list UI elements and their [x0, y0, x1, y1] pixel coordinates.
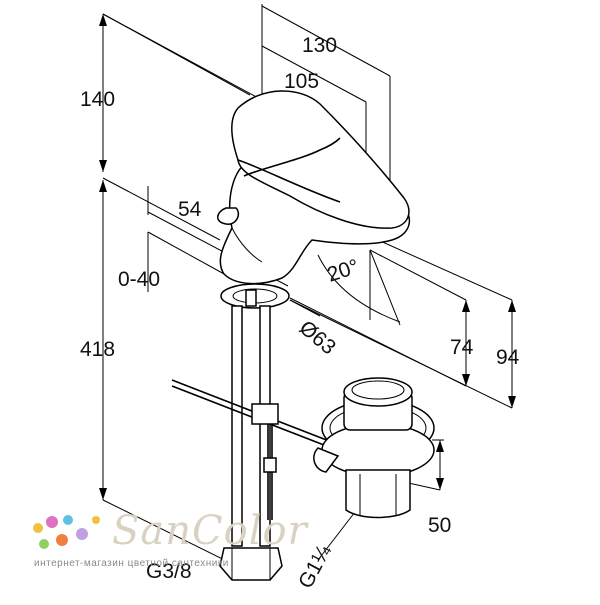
supply-assembly [171, 283, 343, 581]
dim-diameter-63: Ø63 [295, 316, 340, 359]
dim-20-degree: 20° [324, 255, 361, 287]
dim-140: 140 [80, 88, 115, 111]
pop-up-drain [313, 377, 435, 519]
dim-130: 130 [302, 34, 337, 57]
watermark-dots [33, 515, 100, 549]
watermark-tagline: интернет-магазин цветной сантехники [34, 558, 229, 569]
dim-418: 418 [80, 338, 115, 361]
dim-94: 94 [496, 346, 520, 369]
dim-54: 54 [178, 198, 202, 221]
watermark-brand: SanColor [112, 508, 308, 554]
dim-74: 74 [450, 336, 474, 359]
faucet-body [217, 90, 411, 285]
dim-105: 105 [284, 70, 319, 93]
dim-50: 50 [428, 514, 451, 537]
dimension-lines [99, 4, 516, 576]
dim-0-40: 0-40 [118, 268, 160, 291]
dim-g3-8: G3/8 [146, 560, 192, 583]
